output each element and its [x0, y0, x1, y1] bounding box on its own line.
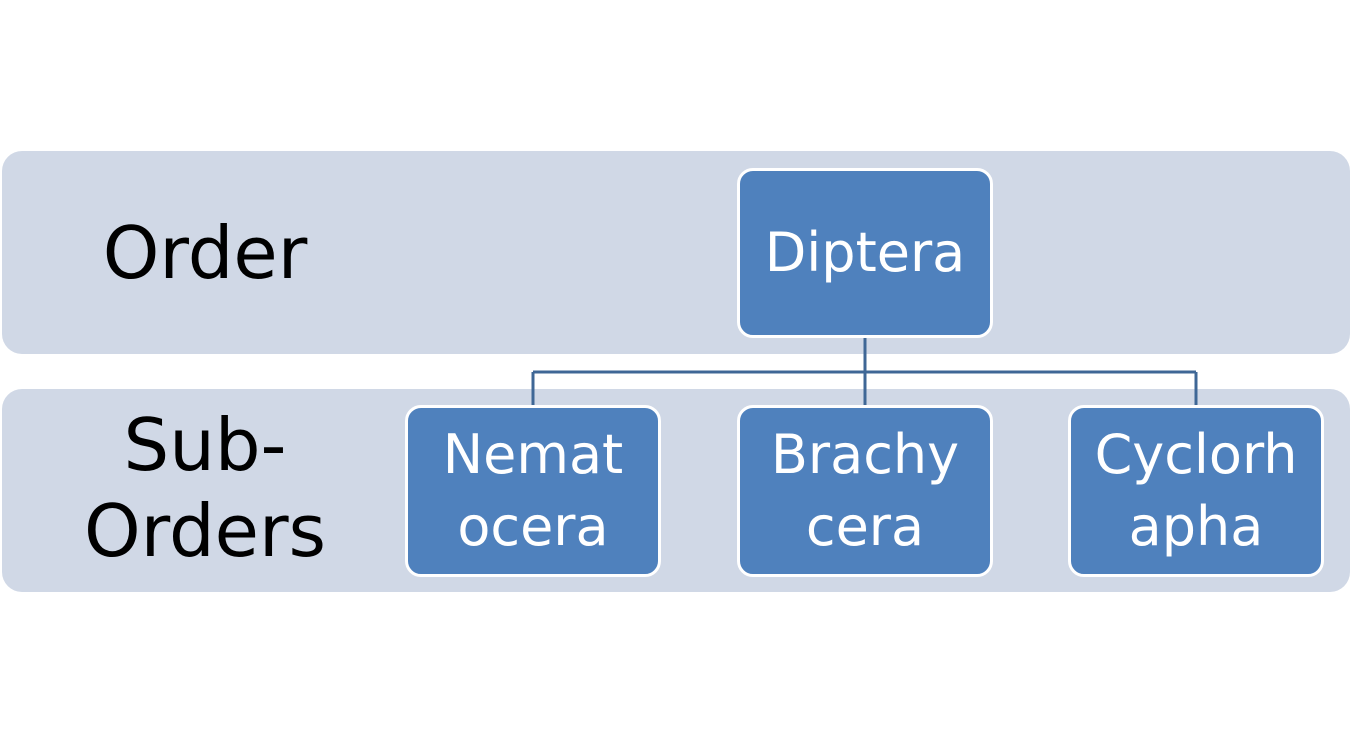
order-row-band — [2, 151, 1350, 354]
node-brachycera: Brachy cera — [737, 405, 993, 577]
suborder-row-label: Sub- Orders — [83, 403, 327, 573]
node-cyclorhapha: Cyclorh apha — [1068, 405, 1324, 577]
order-row-label: Order — [102, 211, 308, 295]
node-nematocera: Nemat ocera — [405, 405, 661, 577]
node-diptera: Diptera — [737, 168, 993, 338]
